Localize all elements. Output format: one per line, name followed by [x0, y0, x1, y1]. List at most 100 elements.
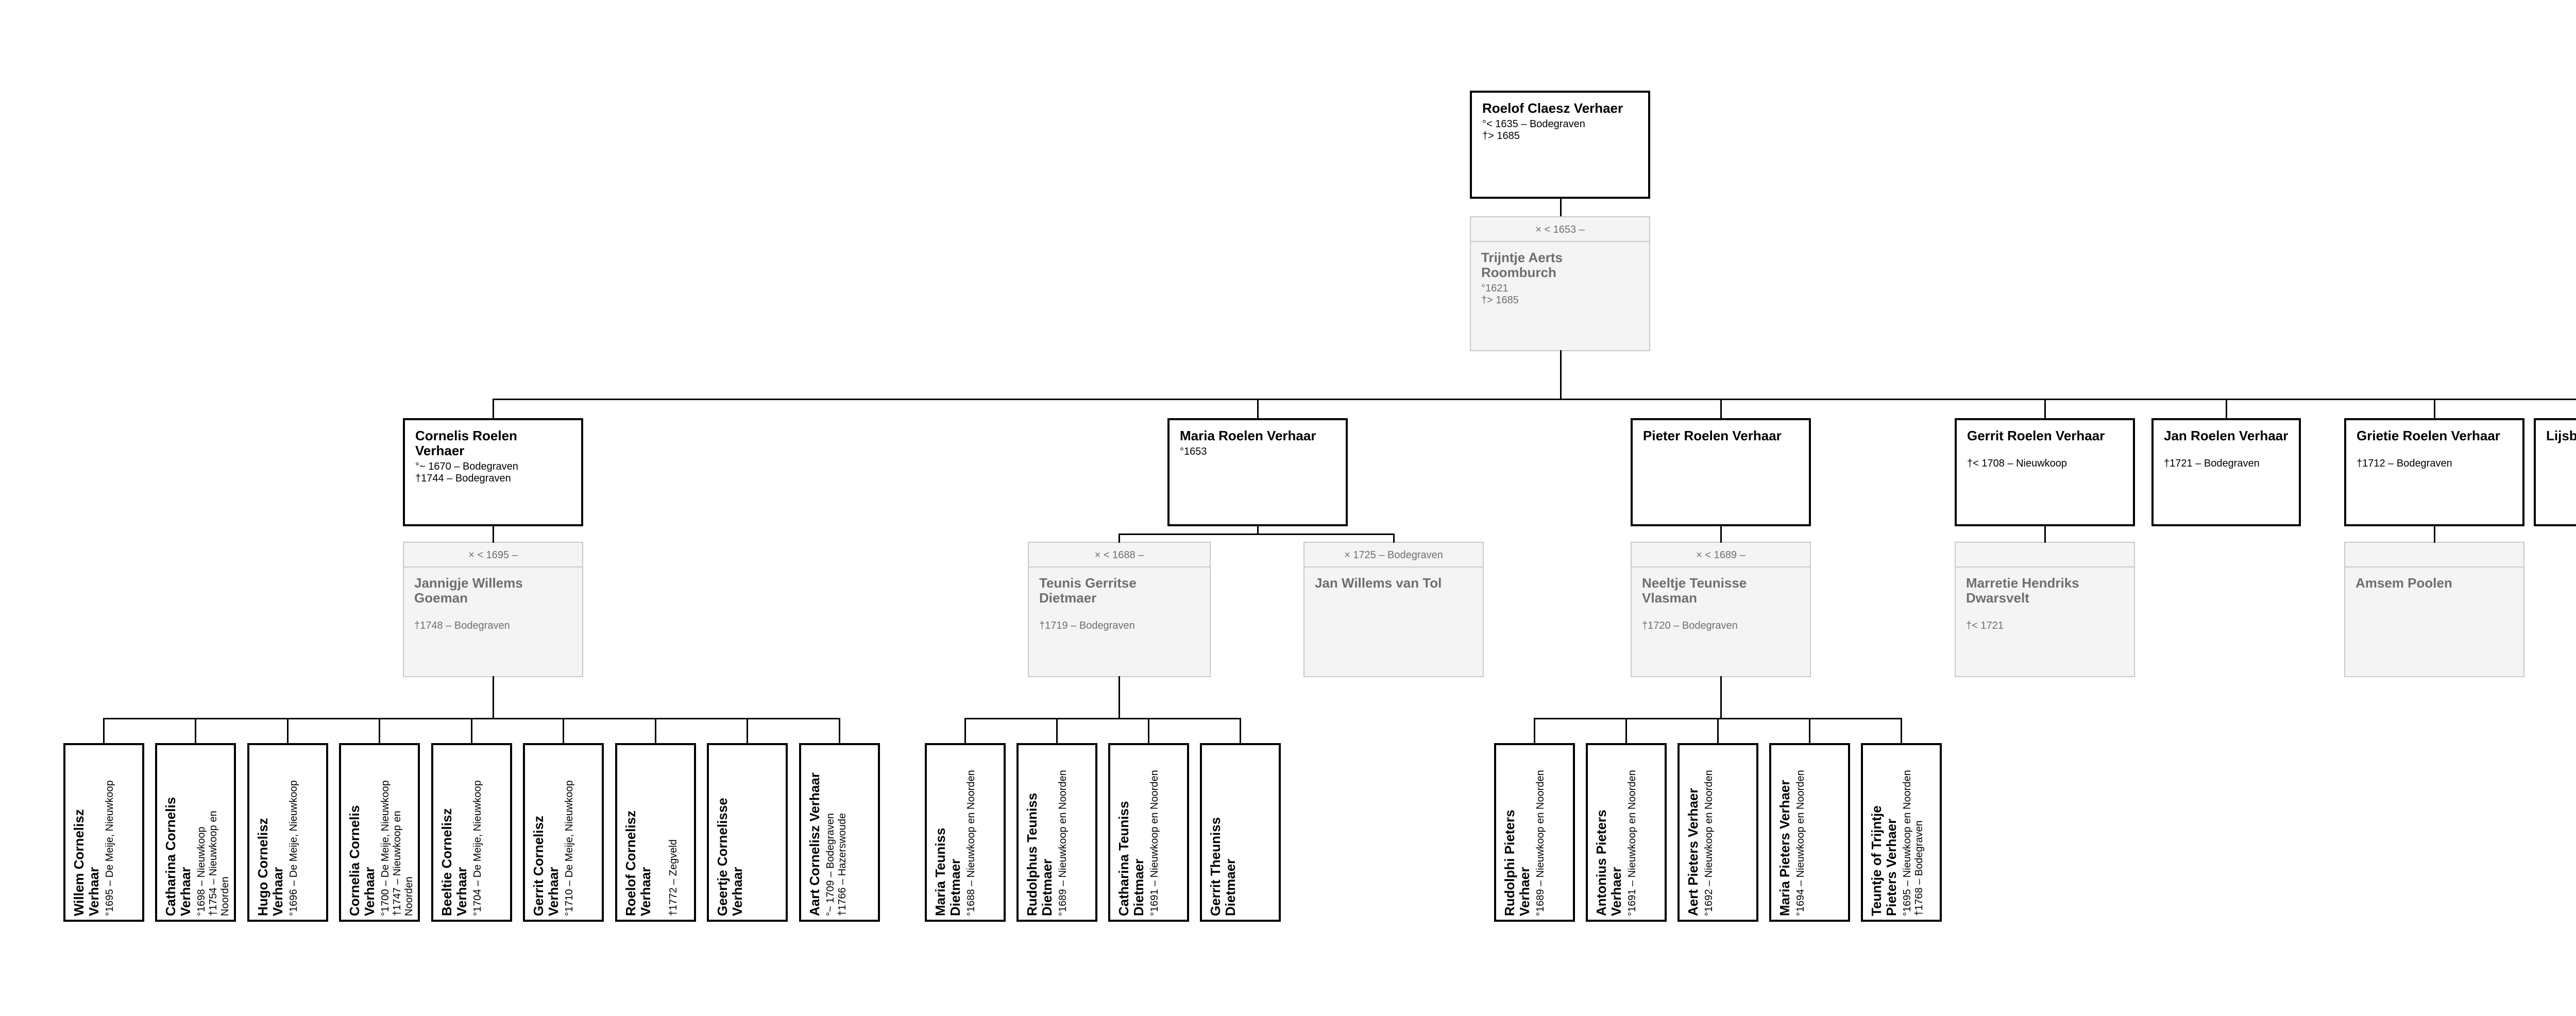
spouse-name: Neeltje Teunisse Vlasman [1642, 575, 1747, 606]
person-name: Willem Cornelisz Verhaar [71, 809, 101, 916]
connector-line [1809, 718, 1810, 744]
person-box-gerrit-cornelisz-verhaar: Gerrit Cornelisz Verhaar°1710 – De Meije… [523, 743, 604, 922]
connector-line [1720, 676, 1722, 719]
person-name: Gerrit Theuniss Dietmaer [1208, 817, 1238, 916]
person-box-gerrit-theuniss-dietmaer: Gerrit Theuniss Dietmaer [1200, 743, 1281, 922]
person-name: Beeltie Cornelisz Verhaar [439, 808, 469, 916]
person-box-cornelia-cornelis-verhaar: Cornelia Cornelis Verhaar°1700 – De Meij… [339, 743, 420, 922]
person-box-hugo-cornelisz-verhaar: Hugo Cornelisz Verhaar°1696 – De Meije, … [247, 743, 328, 922]
person-box-rudolphi-pieters-verhaer: Rudolphi Pieters Verhaer°1689 – Nieuwkoo… [1494, 743, 1575, 922]
birth-line [2164, 446, 2289, 458]
marriage-date-label: × < 1653 – [1471, 217, 1649, 242]
person-box-teuntje-of-trijntje-pieters-verhaer: Teuntje of Trijntje Pieters Verhaer°1695… [1861, 743, 1942, 922]
connector-line [1717, 718, 1719, 744]
connector-line [1118, 533, 1120, 543]
death-line: †1747 – Nieuwkoop en Noorden [392, 811, 415, 916]
person-box-maria-pieters-verhaer: Maria Pieters Verhaer°1694 – Nieuwkoop e… [1769, 743, 1850, 922]
death-line [575, 770, 587, 916]
death-line [1807, 770, 1819, 916]
spouse-name: Marretie Hendriks Dwarsvelt [1966, 575, 2079, 606]
birth-line: °< 1635 – Bodegraven [1482, 118, 1585, 130]
person-name: Catharina Cornelis Verhaar [163, 797, 193, 916]
death-line [759, 770, 771, 916]
person-box-catharina-cornelis-verhaar: Catharina Cornelis Verhaar°1698 – Nieuwk… [155, 743, 236, 922]
marriage-block-teunis-gerritse-dietmaer: × < 1688 – Teunis Gerritse Dietmaer †171… [1028, 542, 1211, 677]
connector-line [1534, 718, 1535, 744]
death-line [1161, 770, 1173, 916]
birth-line [1315, 593, 1472, 605]
death-line [1180, 458, 1335, 470]
birth-line [2357, 446, 2512, 458]
connector-line [379, 718, 380, 744]
connector-line [1257, 525, 1259, 535]
spouse-name: Trijntje Aerts Roomburch [1481, 250, 1563, 280]
connector-line [1056, 718, 1058, 744]
connector-line [1257, 399, 1259, 419]
birth-line [1967, 446, 2123, 458]
birth-line [1241, 770, 1252, 916]
birth-line: °1689 – Nieuwkoop en Noorden [1057, 770, 1069, 916]
birth-line: °1691 – Nieuwkoop en Noorden [1626, 770, 1638, 916]
death-line: †1720 – Bodegraven [1642, 620, 1738, 631]
connector-line [1901, 718, 1902, 744]
person-box-cornelis-roelen-verhaer: Cornelis Roelen Verhaer °~ 1670 – Bodegr… [403, 418, 583, 526]
person-name: Grietie Roelen Verhaar [2357, 428, 2500, 443]
person-name: Geertje Cornelisse Verhaar [715, 798, 745, 916]
death-line [1069, 770, 1081, 916]
connector-line [492, 399, 494, 419]
person-box-roelof-claesz-verhaer: Roelof Claesz Verhaer °< 1635 – Bodegrav… [1470, 91, 1650, 199]
birth-line: °1621 [1481, 283, 1509, 294]
death-line: †< 1721 [1966, 620, 2004, 631]
connector-line [1240, 718, 1241, 744]
spouse-name: Teunis Gerritse Dietmaer [1039, 575, 1137, 606]
person-box-willem-cornelisz-verhaar: Willem Cornelisz Verhaar°1695 – De Meije… [63, 743, 144, 922]
person-name: Rudolphus Teuniss Dietmaer [1024, 793, 1055, 916]
marriage-date-label: × < 1689 – [1632, 543, 1810, 567]
birth-line: °1700 – De Meije, Nieuwkoop [380, 780, 391, 916]
connector-line [1560, 350, 1562, 400]
birth-line [656, 770, 668, 916]
person-name: Pieter Roelen Verhaar [1643, 428, 1782, 443]
birth-line [2546, 446, 2576, 458]
death-line: †1754 – Nieuwkoop en Noorden [208, 811, 231, 916]
connector-line [1560, 198, 1562, 216]
person-name: Antonius Pieters Verhaer [1594, 810, 1624, 916]
person-name: Teuntje of Trijntje Pieters Verhaer [1869, 805, 1899, 916]
birth-line [1643, 446, 1799, 458]
person-box-roelof-cornelisz-verhaar: Roelof Cornelisz Verhaar†1772 – Zegveld [615, 743, 696, 922]
death-line [2355, 605, 2513, 617]
birth-line [414, 608, 572, 620]
death-line [1715, 770, 1727, 916]
person-name: Catharina Teuniss Dietmaer [1116, 801, 1146, 916]
birth-line: °1695 – Nieuwkoop en Noorden [1902, 770, 1913, 916]
connector-line [964, 718, 966, 744]
connector-line [1148, 718, 1149, 744]
person-name: Aert Pieters Verhaer [1685, 788, 1701, 916]
connector-line [655, 718, 656, 744]
connector-line [103, 718, 105, 744]
connector-line [964, 717, 1241, 719]
death-line [1547, 770, 1558, 916]
person-name: Rudolphi Pieters Verhaer [1502, 810, 1532, 916]
marriage-date-label: × 1725 – Bodegraven [1304, 543, 1483, 567]
marriage-block-jan-willems-van-tol: × 1725 – Bodegraven Jan Willems van Tol [1303, 542, 1484, 677]
person-box-pieter-roelen-verhaar: Pieter Roelen Verhaar [1631, 418, 1811, 526]
birth-line: °1698 – Nieuwkoop [196, 826, 207, 916]
marriage-date-label [2345, 543, 2523, 567]
death-line: †1748 – Bodegraven [414, 620, 510, 631]
birth-line [1039, 608, 1199, 620]
birth-line: °1695 – De Meije, Nieuwkoop [104, 780, 115, 916]
birth-line [1966, 608, 2124, 620]
person-box-lijsbeth-roelen-n: Lijsbeth Roelen n [2534, 418, 2576, 526]
birth-line: °1694 – Nieuwkoop en Noorden [1795, 770, 1806, 916]
person-box-antonius-pieters-verhaer: Antonius Pieters Verhaer°1691 – Nieuwkoo… [1586, 743, 1667, 922]
person-name: Cornelis Roelen Verhaer [415, 428, 517, 458]
connector-line [1534, 717, 1902, 719]
birth-line: °~ 1670 – Bodegraven [415, 461, 518, 472]
marriage-date-label: × < 1688 – [1029, 543, 1210, 567]
death-line [1638, 770, 1650, 916]
person-name: Lijsbeth Roelen n [2546, 428, 2576, 443]
birth-line: °1653 [1180, 446, 1207, 457]
person-name: Maria Pieters Verhaer [1777, 780, 1792, 917]
marriage-block-amsem-poolen: Amsem Poolen [2344, 542, 2524, 677]
